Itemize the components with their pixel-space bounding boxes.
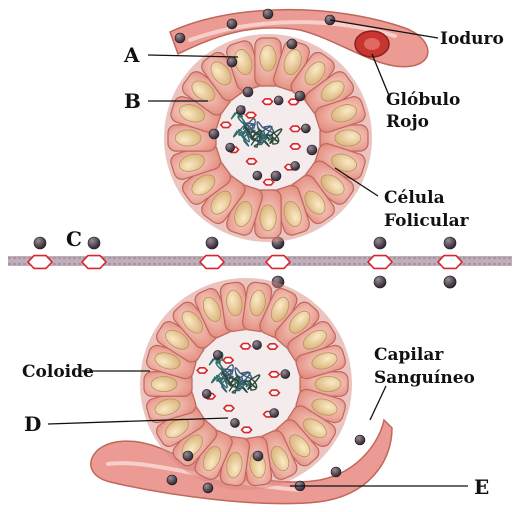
hormone-ring [247, 159, 257, 164]
iodide-ion [227, 57, 237, 67]
iodide-ion [355, 435, 365, 445]
iodide-ion [206, 237, 218, 249]
iodide-ion [227, 19, 237, 29]
red-blood-cell [355, 31, 389, 57]
hormone-ring [264, 180, 274, 185]
hormone-ring [242, 427, 252, 432]
iodide-ion [243, 87, 253, 97]
follicle-bottom [140, 278, 352, 490]
iodide-ion [226, 143, 235, 152]
iodide-ion [183, 451, 193, 461]
nucleus [175, 130, 201, 146]
hormone-ring [223, 358, 233, 363]
iodide-ion [253, 341, 262, 350]
iodide-ion [307, 145, 317, 155]
label-ioduro: Ioduro [440, 29, 504, 49]
nucleus [260, 45, 276, 71]
iodide-ion [287, 39, 297, 49]
hormone-ring [290, 126, 300, 131]
label-celula: Célula [384, 188, 445, 208]
iodide-ion [281, 370, 290, 379]
iodide-ion [209, 129, 219, 139]
iodide-ion [271, 171, 281, 181]
hormone-ring [197, 368, 207, 373]
label-b: B [124, 89, 141, 113]
label-folicular: Folicular [384, 211, 470, 231]
label-d: D [24, 412, 41, 436]
hormone-ring [438, 256, 462, 269]
hormone-ring [263, 99, 273, 104]
hormone-ring [28, 256, 52, 269]
hormone-ring [200, 256, 224, 269]
hormone-ring [246, 112, 256, 117]
iodide-ion [175, 33, 185, 43]
hormone-ring [269, 390, 279, 395]
nucleus [335, 130, 361, 146]
hormone-ring [269, 372, 279, 377]
label-sanguineo: Sanguíneo [374, 368, 475, 388]
hormone-ring [268, 344, 278, 349]
hormone-ring [221, 122, 231, 127]
iodide-ion [88, 237, 100, 249]
label-coloide: Coloide [22, 362, 94, 382]
label-globulo: Glóbulo [386, 90, 460, 110]
nucleus [315, 376, 341, 391]
label-c: C [66, 227, 82, 251]
iodide-ion [253, 171, 262, 180]
iodide-ion [444, 276, 456, 288]
hormone-ring [241, 344, 251, 349]
hormone-ring [82, 256, 106, 269]
hormone-ring [290, 144, 300, 149]
iodide-ion [167, 475, 177, 485]
iodide-ion [301, 124, 310, 133]
iodide-ion [230, 418, 239, 427]
iodide-ion [213, 350, 222, 359]
iodide-ion [236, 106, 245, 115]
iodide-ion [270, 409, 279, 418]
iodide-ion [374, 276, 386, 288]
iodide-ion [374, 237, 386, 249]
iodide-ion [444, 237, 456, 249]
label-a: A [123, 43, 140, 67]
iodide-ion [295, 91, 305, 101]
hormone-ring [368, 256, 392, 269]
follicle-top [164, 34, 372, 242]
iodide-ion [274, 96, 283, 105]
label-e: E [474, 475, 489, 499]
hormone-ring [224, 406, 234, 411]
iodide-ion [34, 237, 46, 249]
iodide-ion [253, 451, 263, 461]
label-capilar: Capilar [374, 345, 444, 365]
nucleus [260, 205, 276, 231]
iodide-ion [203, 483, 213, 493]
iodide-ion [263, 9, 273, 19]
iodide-ion [331, 467, 341, 477]
iodide-ion [291, 161, 300, 170]
label-rojo: Rojo [386, 112, 429, 132]
iodide-ion [202, 389, 211, 398]
nucleus [151, 376, 177, 391]
hormone-ring [266, 256, 290, 269]
